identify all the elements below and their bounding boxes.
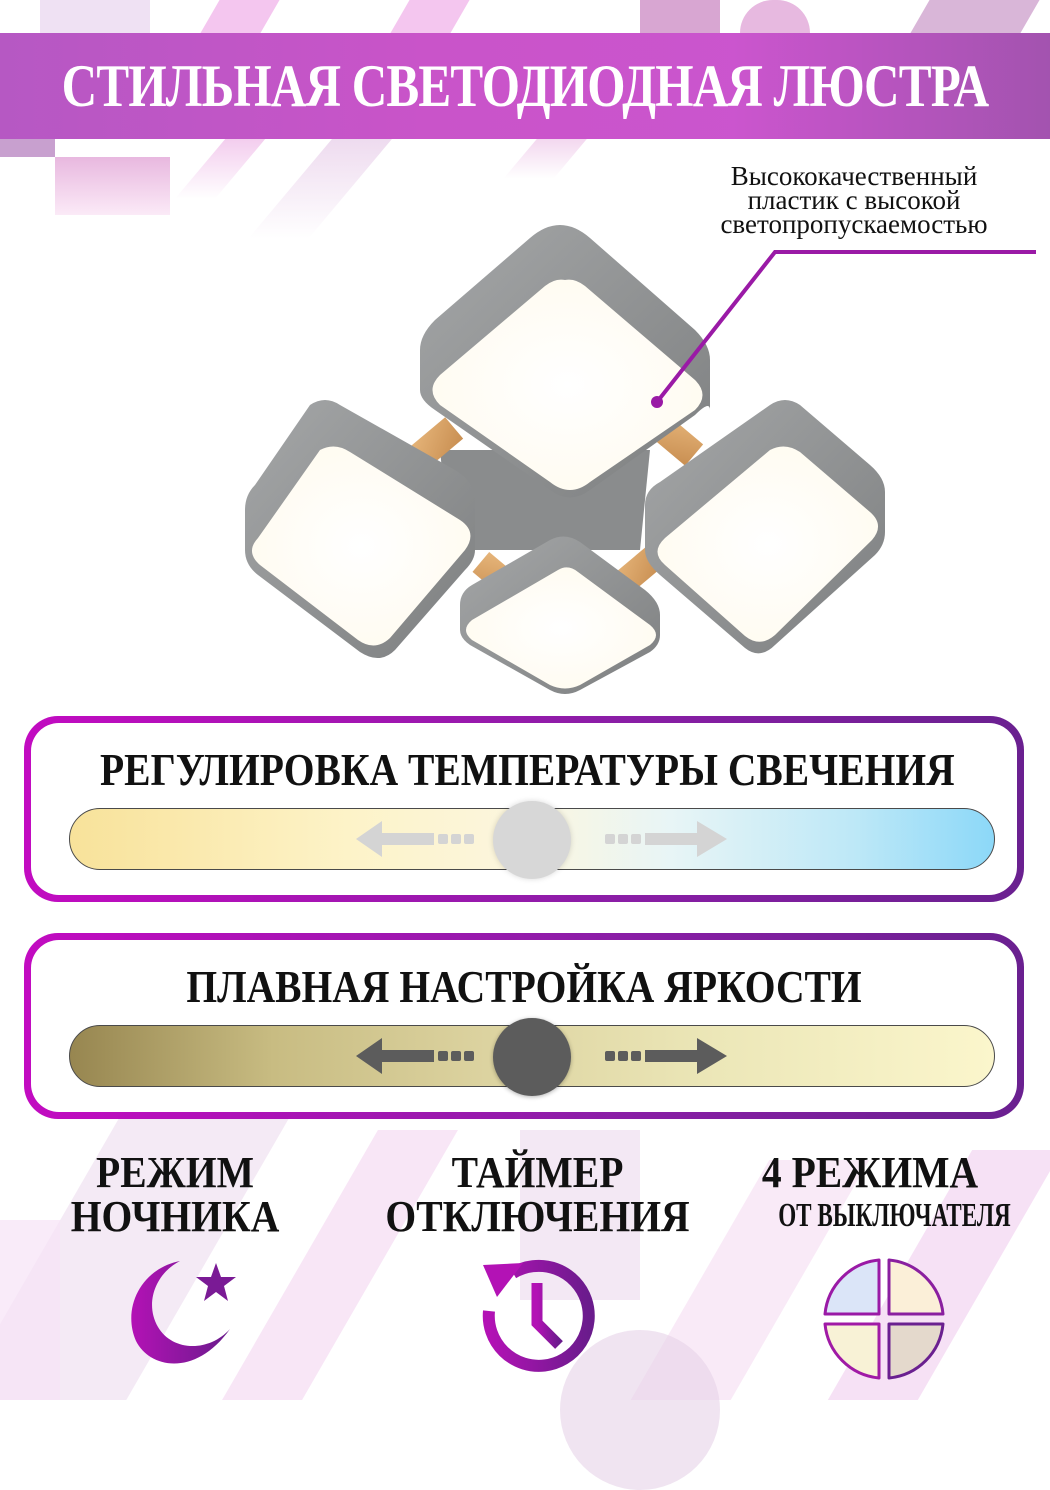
callout-line-3: светопропускаемостью (720, 209, 988, 239)
callout-leader-line (651, 250, 1036, 408)
color-temperature-panel: РЕГУЛИРОВКА ТЕМПЕРАТУРЫ СВЕЧЕНИЯ (24, 716, 1024, 902)
brightness-panel: ПЛАВНАЯ НАСТРОЙКА ЯРКОСТИ (24, 933, 1024, 1119)
page-title: СТИЛЬНАЯ СВЕТОДИОДНАЯ ЛЮСТРА (61, 52, 990, 119)
feature-night-mode-line1: РЕЖИМ (96, 1148, 254, 1197)
temperature-panel-title: РЕГУЛИРОВКА ТЕМПЕРАТУРЫ СВЕЧЕНИЯ (100, 744, 955, 795)
feature-off-timer: ТАЙМЕР ОТКЛЮЧЕНИЯ (365, 1148, 710, 1241)
temperature-slider-track[interactable] (69, 801, 995, 879)
arrow-left-icon (356, 1038, 474, 1074)
timer-history-icon (482, 1259, 595, 1372)
feature-four-modes: 4 РЕЖИМА ОТ ВЫКЛЮЧАТЕЛЯ (735, 1148, 1011, 1238)
feature-off-timer-line1: ТАЙМЕР (451, 1148, 624, 1197)
temperature-slider-knob[interactable] (493, 801, 571, 879)
feature-four-modes-line2: ОТ ВЫКЛЮЧАТЕЛЯ (778, 1197, 1011, 1234)
arrow-right-icon (605, 821, 727, 857)
brightness-slider-track[interactable] (69, 1018, 995, 1096)
feature-night-mode: РЕЖИМ НОЧНИКА (55, 1148, 295, 1241)
callout-line-1: Высококачественный (730, 161, 978, 191)
arrow-left-icon (356, 821, 474, 857)
chandelier-image (245, 225, 885, 694)
title-banner (0, 33, 1050, 139)
callout-line-2: пластик с высокой (747, 185, 961, 215)
four-modes-icon (823, 1258, 945, 1380)
feature-four-modes-line1: 4 РЕЖИМА (761, 1148, 979, 1197)
moon-star-icon (131, 1261, 236, 1364)
brightness-slider-knob[interactable] (493, 1018, 571, 1096)
brightness-panel-title: ПЛАВНАЯ НАСТРОЙКА ЯРКОСТИ (186, 961, 862, 1012)
arrow-right-icon (605, 1038, 727, 1074)
feature-night-mode-line2: НОЧНИКА (70, 1192, 280, 1241)
material-callout: Высококачественный пластик с высокой све… (674, 161, 1034, 239)
feature-off-timer-line2: ОТКЛЮЧЕНИЯ (385, 1192, 690, 1241)
